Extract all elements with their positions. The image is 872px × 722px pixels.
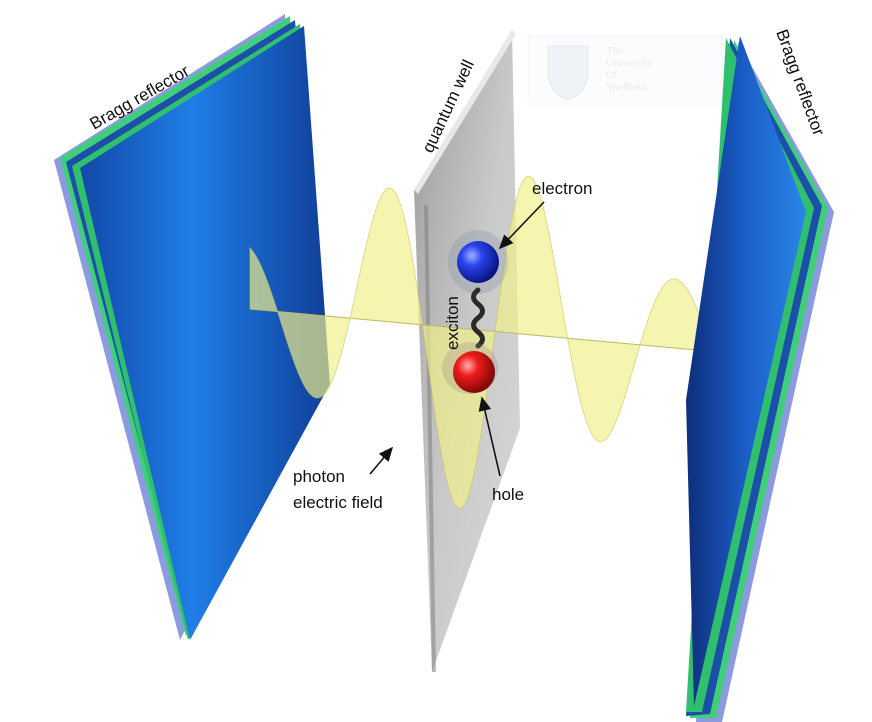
watermark-line-4: Sheffield.: [606, 81, 649, 93]
watermark-line-2: University: [606, 57, 653, 69]
watermark-line-3: Of: [606, 69, 618, 81]
exciton-spring: [471, 287, 485, 349]
arrow-electron: [498, 201, 545, 250]
exciton-pair: [442, 230, 508, 394]
watermark-logo: The University Of Sheffield.: [527, 35, 723, 105]
arrow-photon: [369, 446, 394, 475]
label-electric-field: electric field: [293, 493, 383, 512]
label-electron: electron: [532, 179, 592, 198]
label-hole: hole: [492, 485, 524, 504]
bragg-reflector-right: [686, 36, 834, 722]
electron-sphere: [457, 241, 499, 283]
bragg-reflector-left: [54, 14, 330, 640]
watermark-line-1: The: [606, 45, 623, 57]
arrow-hole: [478, 396, 501, 477]
label-exciton: exciton: [443, 296, 462, 350]
hole-sphere: [453, 351, 495, 393]
label-photon: photon: [293, 467, 345, 486]
